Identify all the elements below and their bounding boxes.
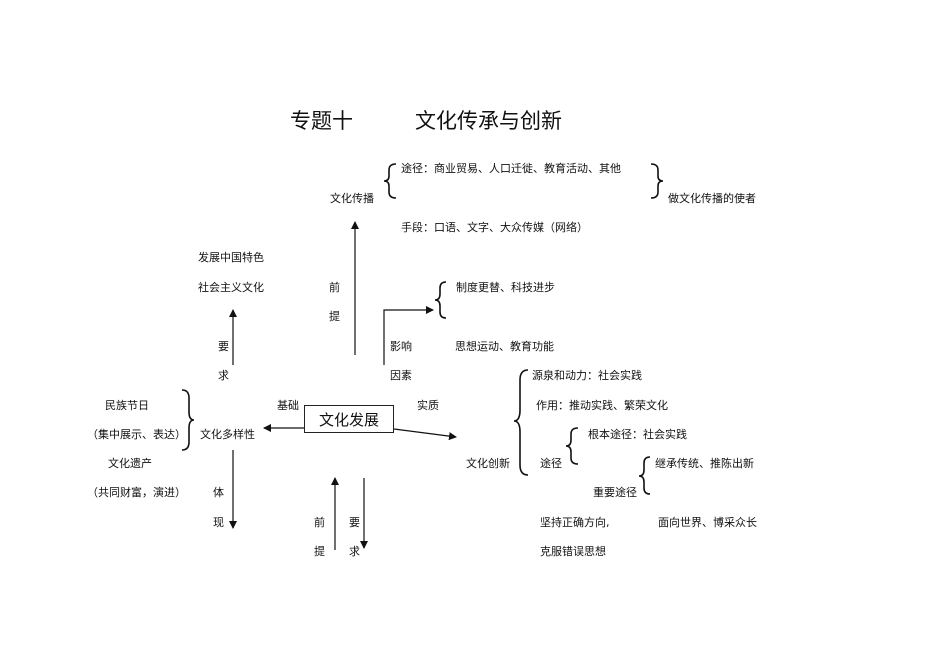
factor-institutional: 制度更替、科技进步	[456, 281, 555, 294]
node-spread-envoy: 做文化传播的使者	[668, 192, 756, 205]
brace-factors	[434, 281, 447, 319]
center-node-culture-development: 文化发展	[304, 405, 394, 433]
innovation-world: 面向世界、博采众长	[658, 516, 757, 529]
brace-route	[565, 427, 579, 465]
label-influence: 影响	[390, 340, 412, 353]
node-socialist-culture-line1: 发展中国特色	[198, 251, 264, 264]
innovation-fundamental-route: 根本途径：社会实践	[588, 428, 687, 441]
factor-ideological: 思想运动、教育功能	[455, 340, 554, 353]
label-demand-bottom-2: 求	[349, 545, 360, 558]
label-premise-bottom-1: 前	[314, 516, 325, 529]
brace-diversity	[181, 389, 195, 451]
label-demand-bottom-1: 要	[349, 516, 360, 529]
brace-important-route	[638, 456, 651, 495]
innovation-important-route: 重要途径	[593, 486, 637, 499]
spread-route: 途径：商业贸易、人口迁徙、教育活动、其他	[401, 162, 621, 175]
innovation-overcome: 克服错误思想	[540, 545, 606, 558]
label-premise-top-2: 提	[329, 310, 340, 323]
node-cultural-diversity: 文化多样性	[200, 428, 255, 441]
innovation-source: 源泉和动力：社会实践	[532, 369, 642, 382]
label-embody-2: 现	[213, 516, 224, 529]
diversity-festival-note: （集中展示、表达）	[87, 428, 186, 441]
brace-spread-open	[383, 163, 397, 199]
diversity-festival: 民族节日	[105, 399, 149, 412]
title-topic-number: 专题十	[290, 109, 353, 133]
page-title: 文化传承与创新	[415, 109, 562, 133]
spread-means: 手段：口语、文字、大众传媒（网络）	[401, 221, 588, 234]
arrow-to-factors	[383, 306, 434, 365]
label-factor: 因素	[390, 369, 412, 382]
label-demand-left-1: 要	[218, 340, 229, 353]
node-socialist-culture-line2: 社会主义文化	[198, 281, 264, 294]
diversity-heritage-note: （共同财富，演进）	[87, 486, 186, 499]
label-essence: 实质	[417, 399, 439, 412]
label-premise-bottom-2: 提	[314, 545, 325, 558]
label-embody-1: 体	[213, 486, 224, 499]
node-cultural-innovation: 文化创新	[466, 457, 510, 470]
label-premise-top-1: 前	[329, 281, 340, 294]
node-cultural-spread: 文化传播	[330, 192, 374, 205]
label-demand-left-2: 求	[218, 369, 229, 382]
label-basis: 基础	[277, 399, 299, 412]
brace-innovation	[513, 369, 529, 476]
innovation-route: 途径	[540, 457, 562, 470]
innovation-direction: 坚持正确方向,	[540, 516, 610, 529]
diversity-heritage: 文化遗产	[108, 457, 152, 470]
innovation-inherit: 继承传统、推陈出新	[655, 457, 754, 470]
brace-spread-close	[650, 163, 664, 199]
innovation-effect: 作用：推动实践、繁荣文化	[536, 399, 668, 412]
arrow-to-innovation	[393, 428, 457, 441]
